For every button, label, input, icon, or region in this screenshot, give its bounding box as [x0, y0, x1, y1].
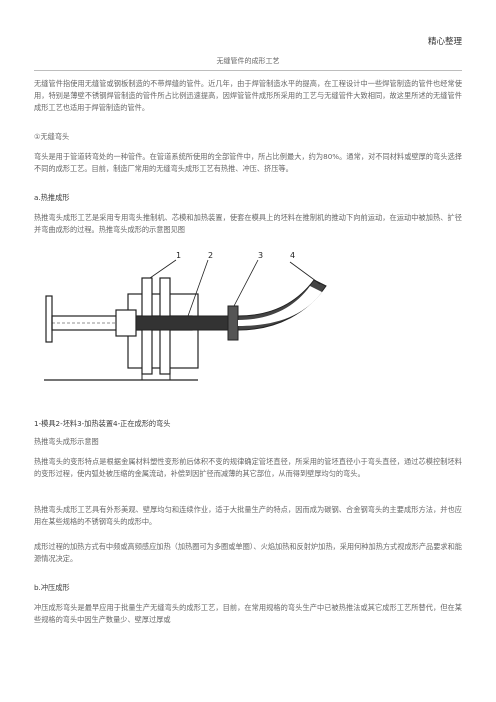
- stamping-paragraph: 冲压成形弯头是最早应用于批量生产无缝弯头的成形工艺，目前，在常用规格的弯头生产中…: [34, 603, 462, 624]
- leader-2: [187, 259, 209, 317]
- heating-coil: [227, 305, 239, 341]
- features-paragraph: 热推弯头成形工艺具有外形美观、壁厚均匀和连续作业，适于大批量生产的特点，因而成为…: [34, 505, 462, 526]
- leader-4: [289, 261, 321, 285]
- deformation-paragraph: 热推弯头的变形特点是根据金属材料塑性变形前后体积不变的规律确定管坯直径，所采用的…: [34, 457, 462, 478]
- heating-paragraph: 成形过程的加热方式有中频或高频感应加热（加热圈可为多圈或单圈）、火焰加热和反射炉…: [34, 542, 462, 563]
- label-2: 2: [208, 251, 213, 260]
- diagram-svg: 1 2 3 4: [44, 251, 327, 381]
- hot-push-paragraph: 热推弯头成形工艺是采用专用弯头推制机、芯模和加热装置，使套在模具上的坯料在推制机…: [34, 213, 462, 234]
- hot-push-diagram: 1 2 3 4: [38, 250, 338, 410]
- leader-3: [233, 259, 259, 307]
- subheading-hot-push: a.热推成形: [34, 193, 70, 202]
- document-title: 无缝管件的成形工艺: [216, 57, 280, 65]
- header-rule: [34, 70, 462, 71]
- elbow-paragraph: 弯头是用于管道转弯处的一种管件。在管道系统所使用的全部管件中，所占比例最大，约为…: [34, 152, 462, 173]
- figure-legend: 1-模具2-坯料3-加热装置4-正在成形的弯头: [34, 419, 171, 428]
- pusher-block: [115, 309, 137, 337]
- corner-label: 精心整理: [427, 37, 462, 47]
- subheading-stamping: b.冲压成形: [34, 583, 70, 592]
- forming-elbow: [237, 279, 327, 331]
- intro-paragraph: 无缝管件指使用无缝管或钢板制造的不带焊缝的管件。近几年，由于焊管制造水平的提高，…: [34, 79, 462, 112]
- label-4: 4: [290, 251, 295, 260]
- blank-segment: [135, 315, 233, 331]
- figure-caption: 热推弯头成形示意图: [34, 437, 99, 446]
- label-1: 1: [176, 251, 181, 260]
- label-3: 3: [258, 251, 263, 260]
- elbow-inner: [238, 286, 322, 326]
- section-heading-seamless-elbow: ①无缝弯头: [34, 132, 70, 141]
- support-plate: [45, 295, 53, 343]
- leader-1: [149, 259, 177, 279]
